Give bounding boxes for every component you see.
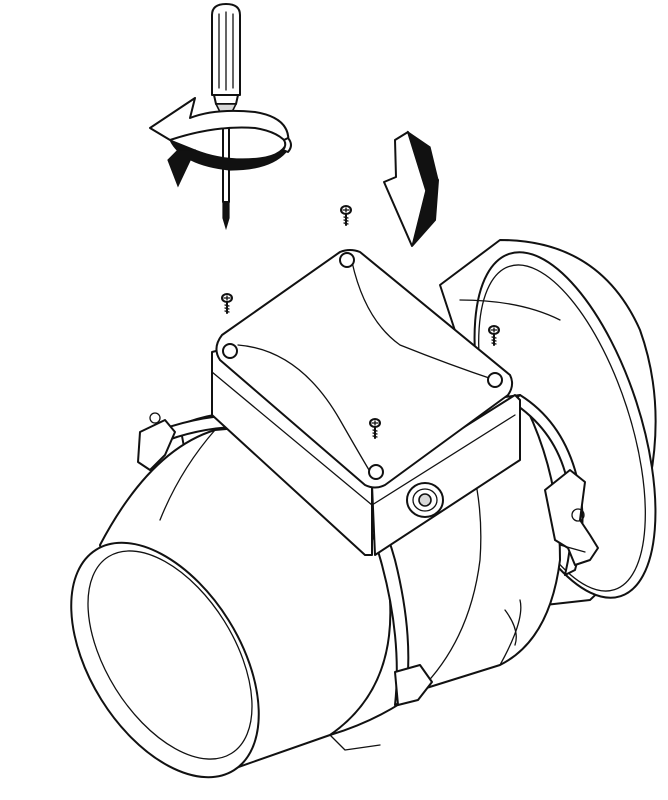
rotation-arrow-icon [149,97,292,188]
lid-screw-hole [222,343,238,359]
screw-icon [340,205,352,226]
screw-icon [369,418,381,439]
down-arrow-icon [383,130,439,247]
junction-box-lid [215,249,514,489]
lid-screw-hole [487,372,503,388]
junction-box [211,349,521,556]
screw-icon [488,325,500,346]
lid-screw-hole [368,464,384,480]
clamp-band-right [511,394,599,576]
cable-gland-icon [406,482,444,518]
lid-screw-hole [339,252,355,268]
screw-icon [221,293,233,314]
